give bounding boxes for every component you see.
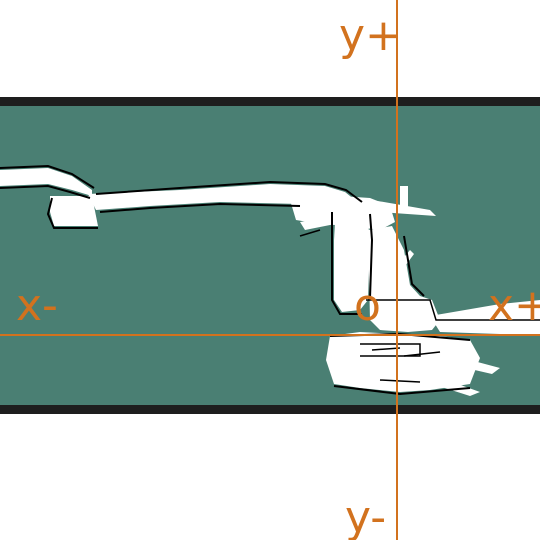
map-free-space bbox=[0, 168, 540, 396]
map-border-top bbox=[0, 97, 540, 106]
map-obstacles bbox=[0, 164, 540, 396]
x-plus-label: x+ bbox=[488, 280, 540, 331]
y-plus-label: y+ bbox=[339, 10, 402, 61]
occupancy-map[interactable] bbox=[0, 97, 540, 414]
map-border-bottom bbox=[0, 405, 540, 414]
x-minus-label: x- bbox=[16, 280, 58, 331]
origin-label: o bbox=[354, 280, 381, 331]
y-minus-label: y- bbox=[345, 492, 386, 540]
